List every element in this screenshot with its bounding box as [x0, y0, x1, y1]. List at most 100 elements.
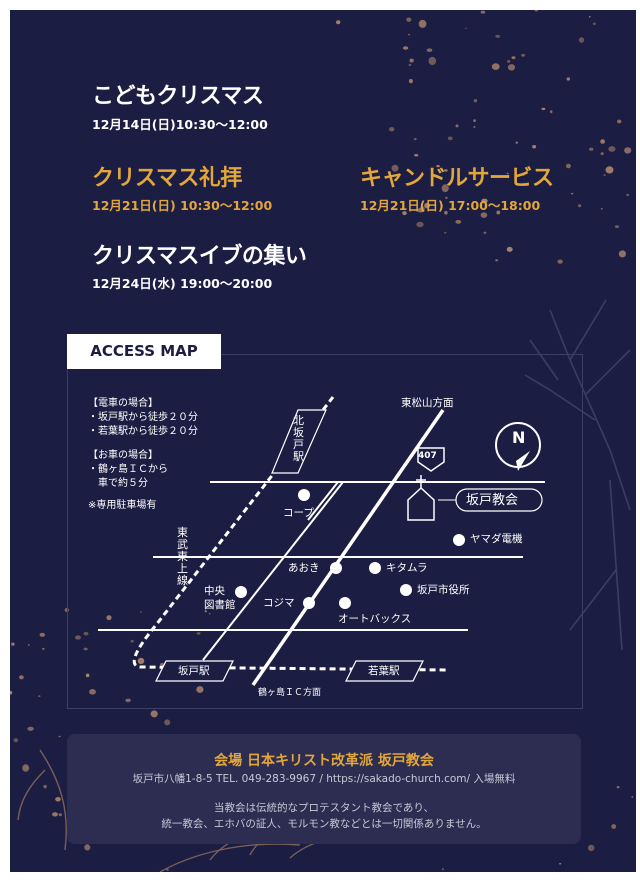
speckle [587, 844, 595, 852]
speckle [391, 164, 399, 172]
speckle [85, 673, 90, 678]
map-graphic [98, 396, 545, 686]
car-line-ic: ・鶴ヶ島ＩＣから [88, 464, 168, 475]
speckle [589, 15, 591, 18]
event-christmas-worship-title: クリスマス礼拝 [92, 166, 242, 191]
route-407-label: 407 [418, 451, 437, 461]
speckle [626, 193, 629, 197]
speckle [605, 166, 614, 174]
speckle [483, 231, 487, 234]
parking-note: ※専用駐車場有 [88, 500, 157, 511]
speckle [444, 210, 448, 215]
wakaba-station-label: 若葉駅 [368, 665, 400, 677]
aoki-dot [330, 562, 342, 574]
kojima-label: コジマ [263, 597, 295, 609]
speckle [137, 657, 145, 665]
speckle [522, 173, 525, 176]
access-map: 【電車の場合】 ・坂戸駅から徒歩２０分 ・若葉駅から徒歩２０分 【お車の場合】 … [67, 354, 583, 709]
train-heading: 【電車の場合】 [88, 398, 158, 409]
speckle [84, 844, 91, 851]
speckle [600, 152, 604, 156]
speckle [418, 19, 427, 28]
speckle [481, 198, 488, 204]
speckle [618, 250, 627, 258]
speckle [617, 119, 622, 124]
speckle [577, 204, 582, 208]
speckle [38, 695, 41, 698]
speckle [402, 46, 409, 50]
speckle [166, 868, 169, 871]
speckle [75, 635, 81, 640]
speckle [106, 615, 112, 621]
event-candle-service-date: 12月21日(日) 17:00〜18:00 [360, 198, 541, 213]
speckle [426, 48, 433, 52]
speckle [408, 33, 411, 36]
car-heading: 【お車の場合】 [88, 450, 158, 461]
speckle [616, 785, 620, 789]
tobu-tojo-line-label: 東武東上線 [177, 526, 188, 587]
speckle [43, 784, 47, 789]
tree-branch [524, 299, 631, 651]
speckle [27, 726, 34, 731]
speckle [541, 107, 546, 111]
event-christmas-worship-date: 12月21日(日) 10:30〜12:00 [92, 198, 273, 213]
speckle [611, 824, 617, 829]
route-407 [251, 409, 445, 686]
speckle [592, 22, 596, 25]
city-hall-dot [400, 584, 412, 596]
speckle [473, 119, 476, 122]
speckle [506, 60, 511, 63]
speckle [196, 686, 204, 693]
speckle [624, 147, 632, 154]
road-short [307, 481, 339, 521]
compass-arrow [516, 451, 530, 471]
speckle [39, 632, 45, 637]
speckle [534, 10, 538, 12]
speckle [409, 58, 414, 63]
speckle [83, 631, 89, 636]
venue-note-2: 統一教会、エホバの証人、モルモン教などとは一切関係ありません。 [161, 818, 487, 830]
route-407-shield [417, 447, 445, 472]
train-line-sakado: ・坂戸駅から徒歩２０分 [88, 412, 198, 423]
speckle [406, 17, 412, 22]
speckle [140, 611, 142, 613]
kitamura-label: キタムラ [386, 562, 428, 574]
speckle [495, 259, 498, 262]
speckle [413, 137, 417, 141]
speckle [600, 139, 605, 144]
speckle [465, 27, 467, 29]
event-christmas-eve-date: 12月24日(水) 19:00〜20:00 [92, 276, 273, 291]
speckle [578, 37, 585, 43]
yamada-dot [453, 534, 465, 546]
city-hall-label: 坂戸市役所 [417, 584, 470, 596]
aoki-label: あおき [288, 562, 320, 574]
yamada-label: ヤマダ電機 [470, 533, 523, 545]
speckle [455, 220, 462, 224]
library-dot [235, 586, 247, 598]
speckle [506, 172, 509, 175]
event-kids-christmas-title: こどもクリスマス [92, 84, 264, 109]
speckle [13, 738, 18, 743]
speckle [416, 221, 424, 228]
speckle [566, 77, 570, 81]
speckle [402, 211, 407, 216]
speckle [480, 212, 488, 218]
speckle [125, 698, 131, 703]
speckle [419, 206, 425, 213]
kita-sakado-box [271, 409, 327, 474]
speckle [83, 647, 88, 651]
speckle [507, 64, 516, 71]
venue-title: 会場 日本キリスト改革派 坂戸教会 [214, 753, 434, 769]
speckle [196, 632, 201, 635]
speckle [164, 719, 171, 726]
speckle [204, 610, 207, 613]
speckle [389, 127, 395, 132]
speckle [441, 868, 444, 871]
sakado-station-box [155, 660, 234, 682]
library-label-2: 図書館 [204, 599, 236, 611]
speckle [428, 56, 437, 66]
speckle [549, 110, 553, 114]
event-christmas-eve-title: クリスマスイブの集い [92, 244, 307, 269]
train-line-wakaba: ・若葉駅から徒歩２０分 [88, 426, 198, 437]
speckle [443, 169, 448, 172]
